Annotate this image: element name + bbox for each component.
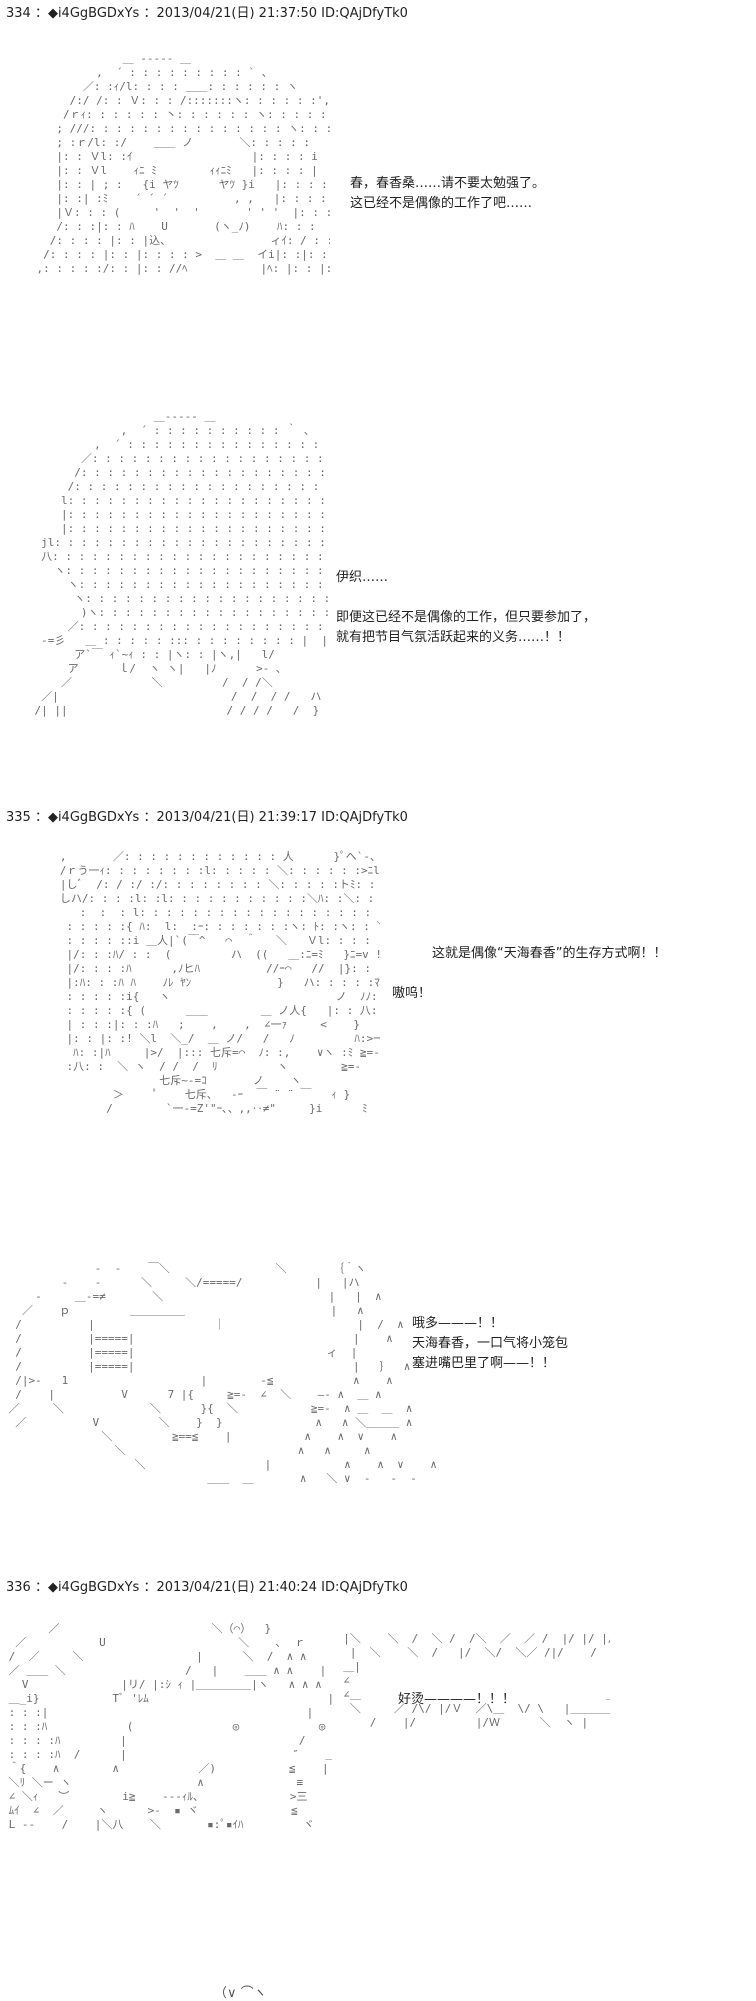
post-header-336: 336 ：◆i4GgBGDxYs ：2013/04/21(日) 21:40:24… xyxy=(6,1580,408,1595)
dialogue-box: 这就是偶像“天海春香”的生存方式啊！！ 嗷呜！ xyxy=(392,944,667,1004)
ascii-art-burst-frame: |＼ ＼ / ＼ / /＼ ／ ／ / |/ |/ |/ | ＼ ＼ / |/ … xyxy=(343,1632,610,1729)
dialogue-line: 好烫————！！！ xyxy=(398,1692,516,1707)
dialogue-line: 天海春香，一口气将小笼包 xyxy=(412,1336,569,1351)
dialogue-line: 春，春香桑……请不要太勉强了。 xyxy=(350,176,546,191)
dialogue-line: 这已经不是偶像的工作了吧…… xyxy=(350,196,533,211)
dialogue-line: 嗷呜！ xyxy=(392,986,432,1001)
dialogue-line: 塞进嘴巴里了啊——！！ xyxy=(412,1356,556,1371)
dialogue-line xyxy=(432,964,666,984)
dialogue-box: 哦多———！！ 天海春香，一口气将小笼包 塞进嘴巴里了啊——！！ xyxy=(412,1314,568,1374)
ascii-art-haruka-eating: , ／: : : : : : : : : : : : 人 }ﾟヘ`‐、 /ｒう一… xyxy=(59,850,380,1115)
post-header-335: 335 ：◆i4GgBGDxYs ：2013/04/21(日) 21:39:17… xyxy=(6,810,408,825)
dialogue-box: 春，春香桑……请不要太勉强了。 这已经不是偶像的工作了吧…… xyxy=(350,174,545,214)
dialogue-box: 好烫————！！！ xyxy=(398,1690,515,1710)
dialogue-line: 这就是偶像“天海春香”的生存方式啊！！ xyxy=(432,946,667,961)
trailing-art: （∨ ⌒ヽ xyxy=(214,1986,267,2001)
ascii-art-haruka-burned: ／ ＼（⌒） } ／ U ＼ ､ ｒ / ／ ＼ | ＼ / ∧ ∧ ／ ＿＿ … xyxy=(8,1622,332,1831)
post-header-334: 334 ：◆i4GgBGDxYs ：2013/04/21(日) 21:37:50… xyxy=(6,6,408,21)
ascii-art-announcer-booth: ‐ ‐ ￣＼ ＼ ｛｀ヽ ‐ ‐ ＼ ＼/=====/ | |ハ ‐ ＿‐=≠ … xyxy=(8,1262,437,1485)
ascii-art-haruka-face: ＿ ---‐‐ ＿ , ´ : : : : : : : : : ` 、 ／: :… xyxy=(36,52,330,275)
ascii-art-iori-back: ＿---‐‐ ＿ , ´ : : : : : : : : : : ｀ 、 , ´… xyxy=(34,410,328,717)
dialogue-line: 就有把节目气氛活跃起来的义务……！！ xyxy=(336,630,571,645)
dialogue-box: 伊织…… 即便这已经不是偶像的工作，但只要参加了， 就有把节目气氛活跃起来的义务… xyxy=(336,568,596,648)
dialogue-line: 哦多———！！ xyxy=(412,1316,504,1331)
dialogue-line: 即便这已经不是偶像的工作，但只要参加了， xyxy=(336,610,597,625)
dialogue-line: 伊织…… xyxy=(336,570,389,585)
dialogue-line xyxy=(336,588,596,608)
